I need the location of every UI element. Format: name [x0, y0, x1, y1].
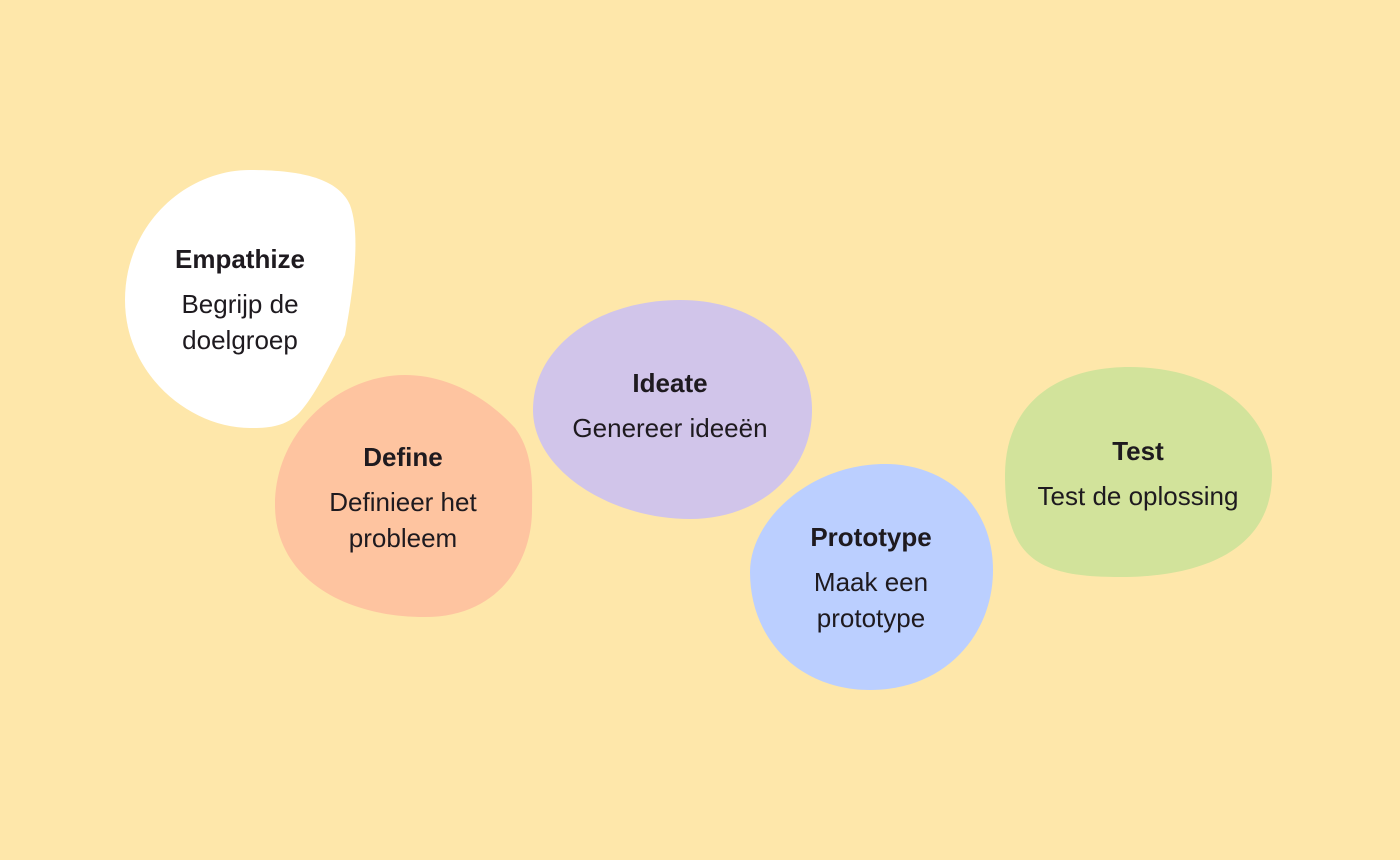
stage-description: Begrijp de doelgroep: [181, 289, 299, 355]
blob-define: [275, 375, 533, 617]
stage-empathize: Empathize Begrijp de doelgroep: [125, 243, 355, 358]
stage-title: Define: [363, 442, 443, 472]
stage-title: Test: [1112, 436, 1164, 466]
blob-prototype: [750, 464, 993, 690]
stage-description: Test de oplossing: [1037, 481, 1239, 511]
stage-title: Prototype: [810, 522, 932, 552]
stage-title: Empathize: [174, 244, 306, 274]
stage-description: Genereer ideeën: [572, 413, 768, 443]
stage-description: Maak een prototype: [813, 567, 929, 633]
blob-empathize: [125, 170, 356, 428]
stage-ideate: Ideate Genereer ideeën: [540, 367, 800, 446]
stage-define: Define Definieer het probleem: [283, 441, 523, 556]
stage-prototype: Prototype Maak een prototype: [761, 521, 981, 636]
stage-title: Ideate: [632, 368, 708, 398]
blob-ideate: [533, 300, 812, 519]
stage-test: Test Test de oplossing: [1013, 435, 1263, 514]
blob-test: [1005, 367, 1272, 577]
stage-description: Definieer het probleem: [329, 487, 477, 553]
